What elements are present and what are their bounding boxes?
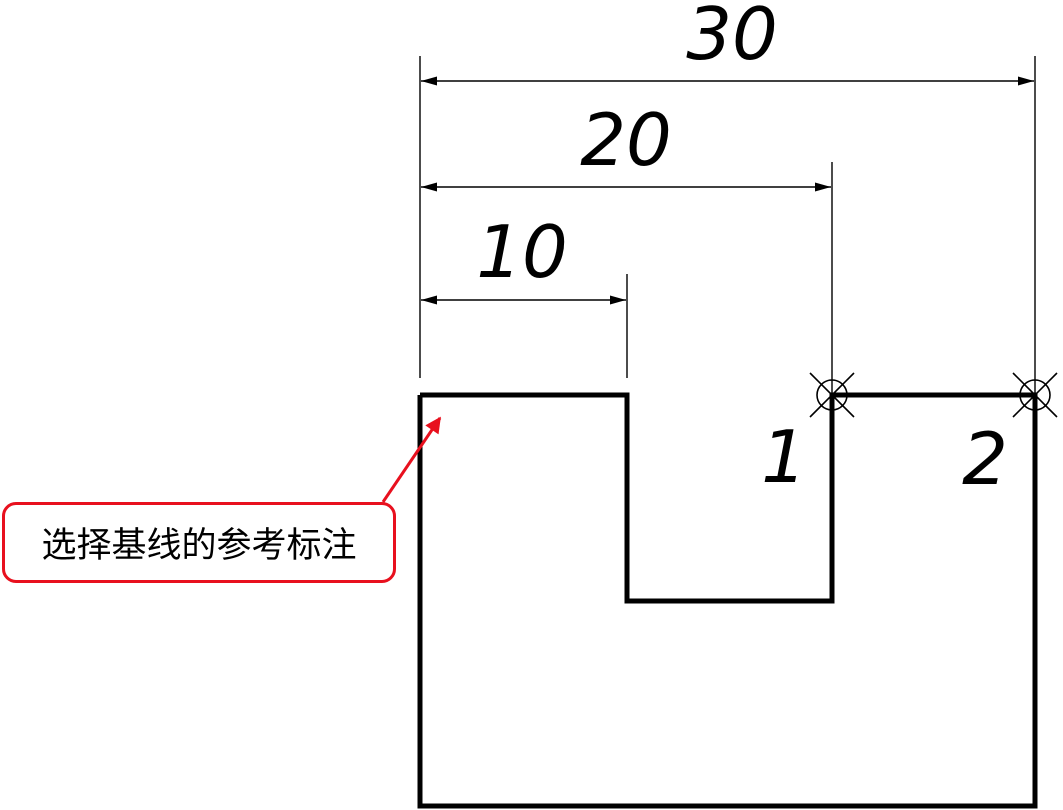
snap-point-marker-icon	[1012, 372, 1058, 418]
point-label-1: 1	[761, 415, 807, 499]
dimension-label-10: 10	[476, 210, 568, 294]
dimension-label-30: 30	[686, 0, 778, 76]
snap-point-marker-icon	[809, 372, 855, 418]
part-outline	[417, 392, 1038, 809]
callout-box: 选择基线的参考标注	[2, 502, 396, 583]
point-label-2: 2	[962, 417, 1008, 501]
dimension-label-20: 20	[580, 98, 672, 182]
callout-text: 选择基线的参考标注	[41, 526, 357, 566]
callout-leader-arrow	[381, 416, 442, 503]
